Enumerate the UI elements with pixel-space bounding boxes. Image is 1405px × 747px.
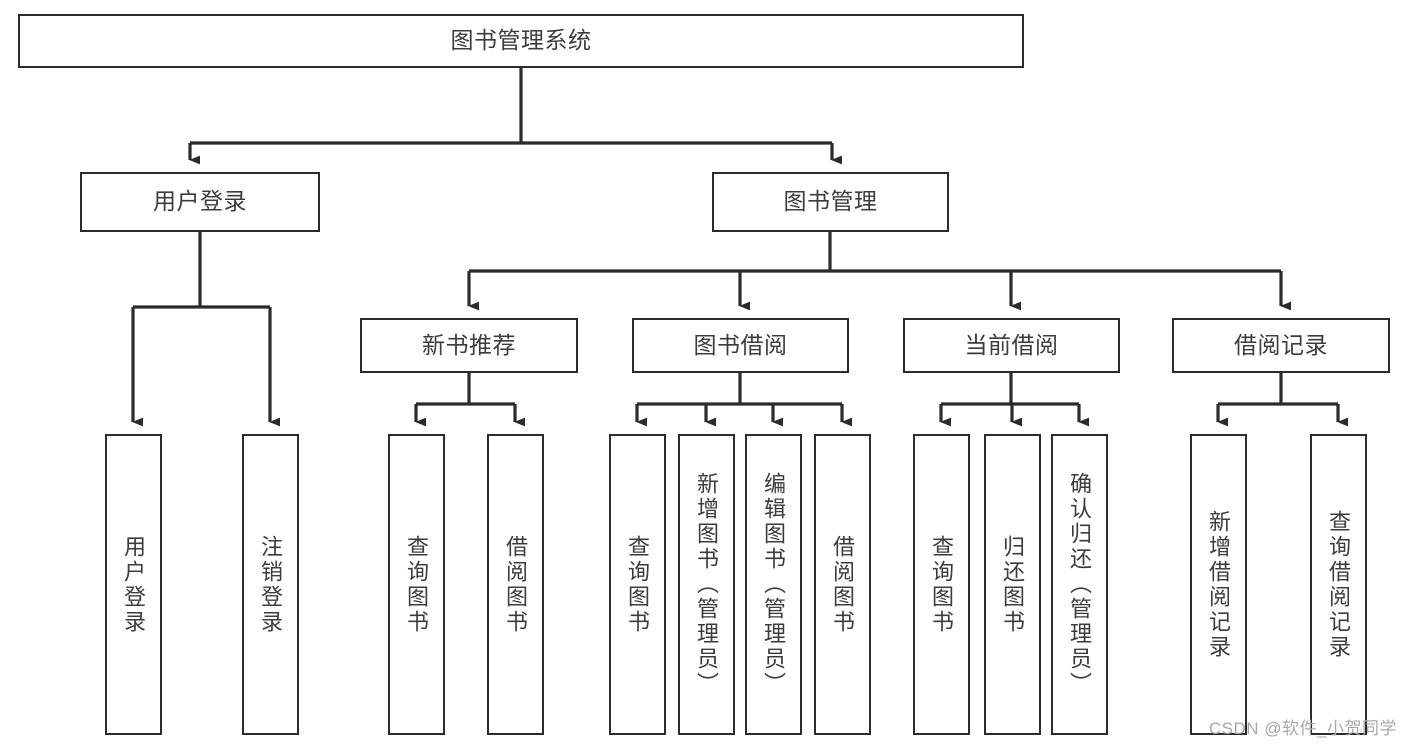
watermark-text: CSDN @软件_小贺同学 (1208, 719, 1397, 738)
node-leaf-user-login[interactable]: 用户登录 (105, 434, 162, 735)
node-book-borrow-label: 图书借阅 (693, 331, 788, 358)
node-book-manage-label: 图书管理 (783, 188, 878, 215)
node-root[interactable]: 图书管理系统 (18, 14, 1024, 68)
node-borrow-record-label: 借阅记录 (1234, 331, 1328, 358)
node-leaf-logout[interactable]: 注销登录 (242, 434, 299, 735)
node-book-manage[interactable]: 图书管理 (712, 172, 949, 232)
node-current-borrow[interactable]: 当前借阅 (903, 318, 1120, 373)
node-new-book-recommend[interactable]: 新书推荐 (360, 318, 578, 373)
node-borrow-record[interactable]: 借阅记录 (1172, 318, 1390, 373)
node-leaf-user-login-label: 用户登录 (121, 534, 147, 635)
node-leaf-add-book[interactable]: 新增图书（管理员） (678, 434, 735, 735)
node-leaf-query-book-3[interactable]: 查询图书 (913, 434, 970, 735)
node-leaf-edit-book-label: 编辑图书（管理员） (761, 472, 787, 697)
node-leaf-borrow-book-1-label: 借阅图书 (503, 534, 529, 635)
node-leaf-borrow-book-2-label: 借阅图书 (830, 534, 856, 635)
node-leaf-logout-label: 注销登录 (258, 534, 284, 635)
node-leaf-edit-book[interactable]: 编辑图书（管理员） (745, 434, 802, 735)
node-leaf-query-book-3-label: 查询图书 (929, 534, 955, 635)
node-leaf-borrow-book-2[interactable]: 借阅图书 (814, 434, 871, 735)
node-leaf-return-book[interactable]: 归还图书 (984, 434, 1041, 735)
node-leaf-query-record-label: 查询借阅记录 (1326, 509, 1352, 660)
node-leaf-return-book-label: 归还图书 (1000, 534, 1026, 635)
node-leaf-query-record[interactable]: 查询借阅记录 (1310, 434, 1367, 735)
node-leaf-add-record-label: 新增借阅记录 (1206, 509, 1232, 660)
node-leaf-query-book-1[interactable]: 查询图书 (388, 434, 445, 735)
node-user-login[interactable]: 用户登录 (80, 172, 320, 232)
node-leaf-confirm-return[interactable]: 确认归还（管理员） (1051, 434, 1108, 735)
node-new-book-recommend-label: 新书推荐 (422, 331, 516, 358)
node-leaf-confirm-return-label: 确认归还（管理员） (1067, 472, 1093, 697)
node-leaf-borrow-book-1[interactable]: 借阅图书 (487, 434, 544, 735)
node-root-label: 图书管理系统 (450, 27, 592, 54)
node-book-borrow[interactable]: 图书借阅 (632, 318, 849, 373)
node-leaf-query-book-2[interactable]: 查询图书 (609, 434, 666, 735)
node-leaf-add-record[interactable]: 新增借阅记录 (1190, 434, 1247, 735)
node-leaf-query-book-2-label: 查询图书 (625, 534, 651, 635)
node-current-borrow-label: 当前借阅 (964, 331, 1059, 358)
node-leaf-query-book-1-label: 查询图书 (404, 534, 430, 635)
node-leaf-add-book-label: 新增图书（管理员） (694, 472, 720, 697)
node-user-login-label: 用户登录 (153, 188, 247, 215)
